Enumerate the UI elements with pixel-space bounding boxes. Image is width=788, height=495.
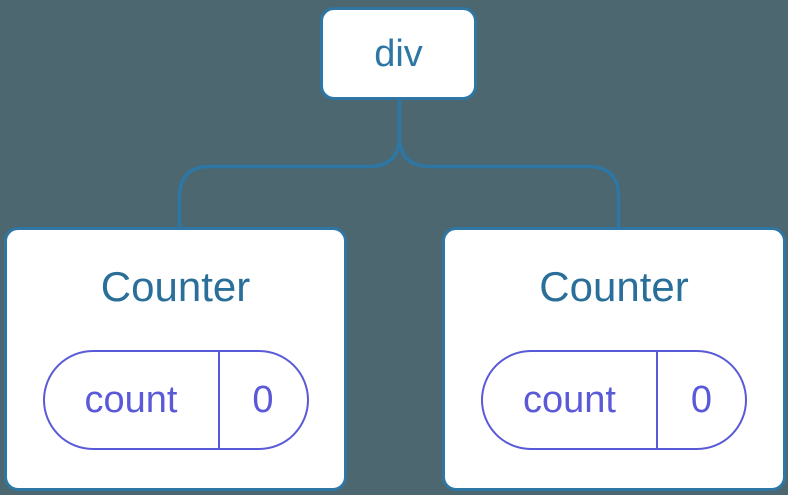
connector-root-to-right-child — [397, 100, 621, 228]
root-node-div: div — [320, 7, 477, 100]
state-value: 0 — [690, 378, 713, 421]
component-title: Counter — [539, 263, 689, 310]
state-pill: count 0 — [42, 350, 309, 450]
state-key: count — [45, 352, 220, 448]
state-value: 0 — [252, 378, 274, 421]
counter-card-left: Counter count 0 — [4, 227, 347, 491]
state-key: count — [483, 352, 658, 448]
root-node-label: div — [374, 32, 423, 75]
counter-card-right: Counter count 0 — [442, 227, 786, 491]
connector-root-to-left-child — [177, 100, 402, 228]
component-title: Counter — [100, 263, 251, 310]
state-pill: count 0 — [481, 350, 747, 450]
